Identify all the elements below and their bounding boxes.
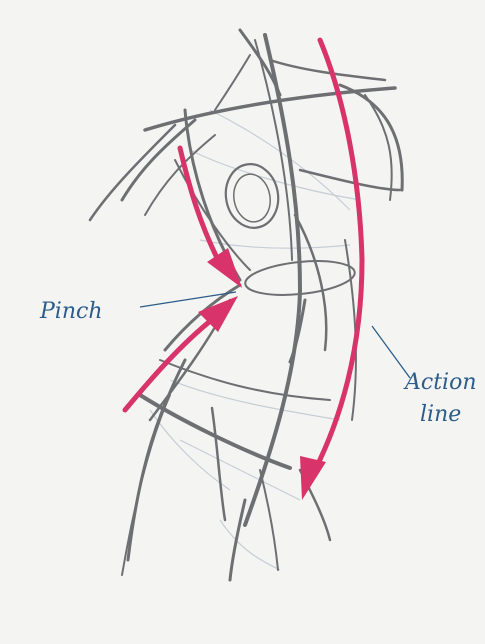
pencil-strokes [90, 30, 402, 580]
pinch-arrows [125, 148, 242, 410]
pinch-label: Pinch [40, 300, 103, 324]
action-line-arrow [300, 40, 362, 500]
action-label: Action [405, 371, 477, 395]
line-label: line [420, 403, 461, 427]
action-line-shaft [315, 40, 362, 470]
annotation-leaders [140, 292, 410, 378]
action-line-arrowhead [300, 456, 326, 500]
